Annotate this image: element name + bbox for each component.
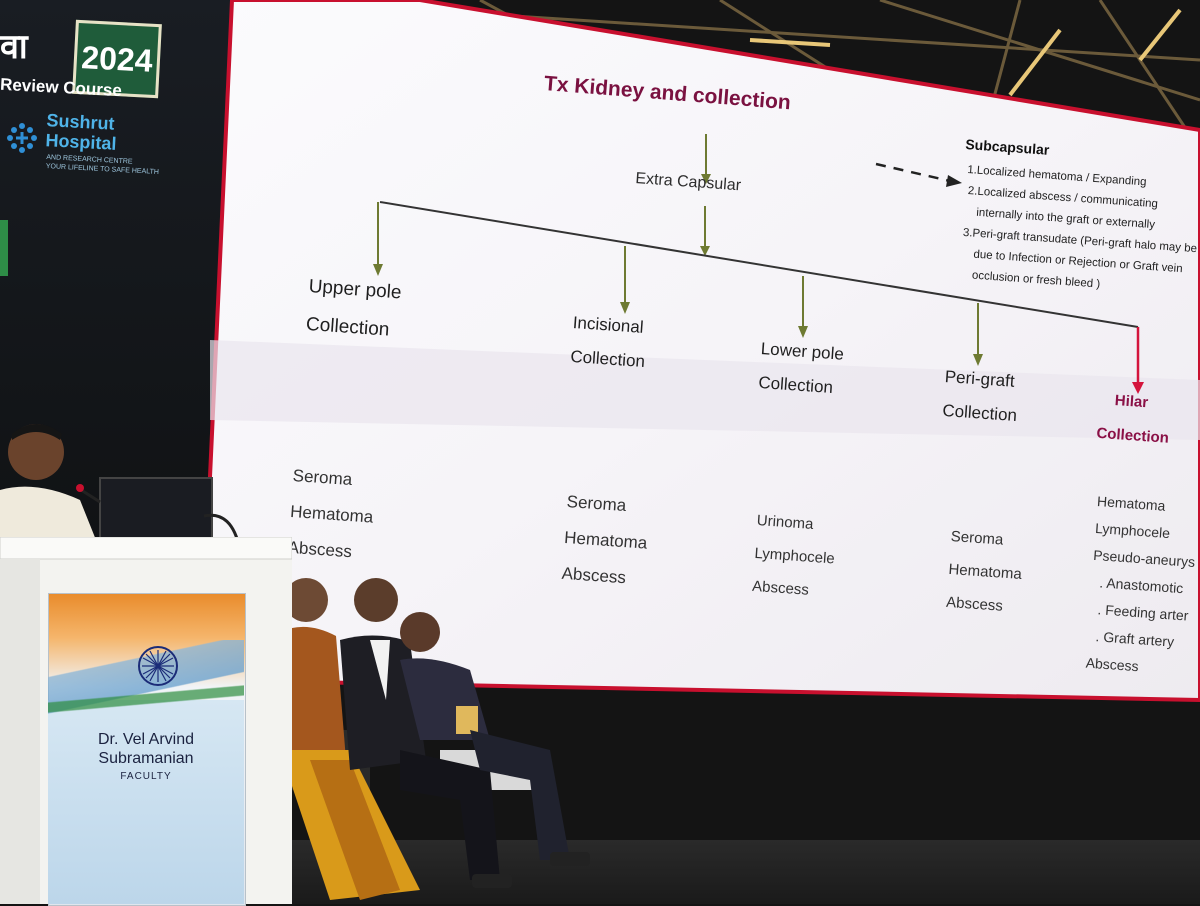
list-item: Urinoma bbox=[756, 511, 814, 533]
category-hilar: Hilar Collection bbox=[1095, 391, 1170, 447]
category-incisional: Incisional Collection bbox=[569, 312, 646, 372]
speaker-name: Dr. Vel Arvind Subramanian bbox=[97, 731, 195, 767]
list-item: Hematoma bbox=[947, 560, 1023, 583]
list-item: Lymphocele bbox=[753, 544, 836, 568]
list-item: Abscess bbox=[945, 593, 1004, 615]
banner-script-glyph: वा bbox=[0, 28, 28, 66]
banner-accent bbox=[0, 220, 8, 276]
hospital-logo-icon bbox=[7, 123, 37, 153]
category-lower-pole: Lower pole Collection bbox=[757, 338, 845, 398]
laptop bbox=[99, 477, 213, 549]
flag-wave-green bbox=[48, 675, 244, 725]
list-peri-graft: Seroma Hematoma Abscess bbox=[945, 520, 1025, 624]
podium-panel-lower bbox=[48, 700, 244, 904]
list-item: Seroma bbox=[950, 527, 1004, 549]
speaker-role: FACULTY bbox=[120, 771, 172, 782]
list-item: Abscess bbox=[751, 577, 810, 599]
list-lower-pole: Urinoma Lymphocele Abscess bbox=[751, 504, 838, 608]
panelists bbox=[278, 578, 590, 900]
list-item: Seroma bbox=[292, 465, 353, 490]
list-item: Hematoma bbox=[289, 501, 374, 527]
list-upper-pole: Seroma Hematoma Abscess bbox=[286, 458, 376, 572]
category-peri-graft: Peri-graft Collection bbox=[941, 366, 1018, 426]
list-item: Seroma bbox=[566, 491, 627, 516]
ashoka-chakra-icon bbox=[138, 646, 178, 686]
list-item: Hematoma bbox=[563, 527, 648, 553]
speaker bbox=[0, 424, 242, 550]
list-hilar: Hematoma Lymphocele Pseudo-aneurys . Ana… bbox=[1085, 488, 1200, 684]
category-upper-pole: Upper pole Collection bbox=[305, 275, 403, 341]
subcapsular-list: 1.Localized hematoma / Expanding 2.Local… bbox=[959, 160, 1200, 302]
